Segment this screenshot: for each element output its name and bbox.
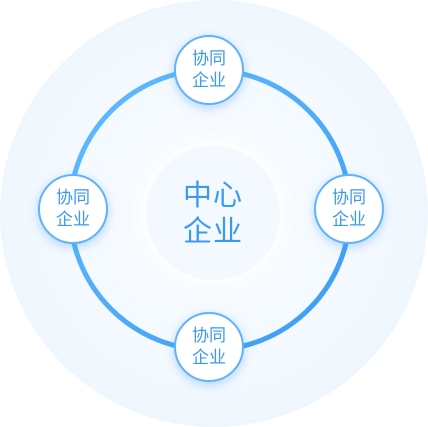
node-bottom: 协同 企业 — [174, 312, 244, 382]
center-node: 中心 企业 — [146, 146, 280, 280]
node-bottom-line1: 协同 — [192, 326, 226, 346]
node-top-line1: 协同 — [192, 49, 226, 69]
center-node-line1: 中心 — [182, 178, 243, 212]
node-bottom-line2: 企业 — [192, 348, 226, 368]
node-top: 协同 企业 — [174, 35, 244, 105]
node-left-line2: 企业 — [56, 210, 90, 230]
node-left-line1: 协同 — [56, 188, 90, 208]
node-right-line2: 企业 — [332, 210, 366, 230]
node-top-line2: 企业 — [192, 71, 226, 91]
node-right-line1: 协同 — [332, 188, 366, 208]
node-right: 协同 企业 — [314, 174, 384, 244]
node-left: 协同 企业 — [38, 174, 108, 244]
center-node-line2: 企业 — [182, 214, 243, 248]
